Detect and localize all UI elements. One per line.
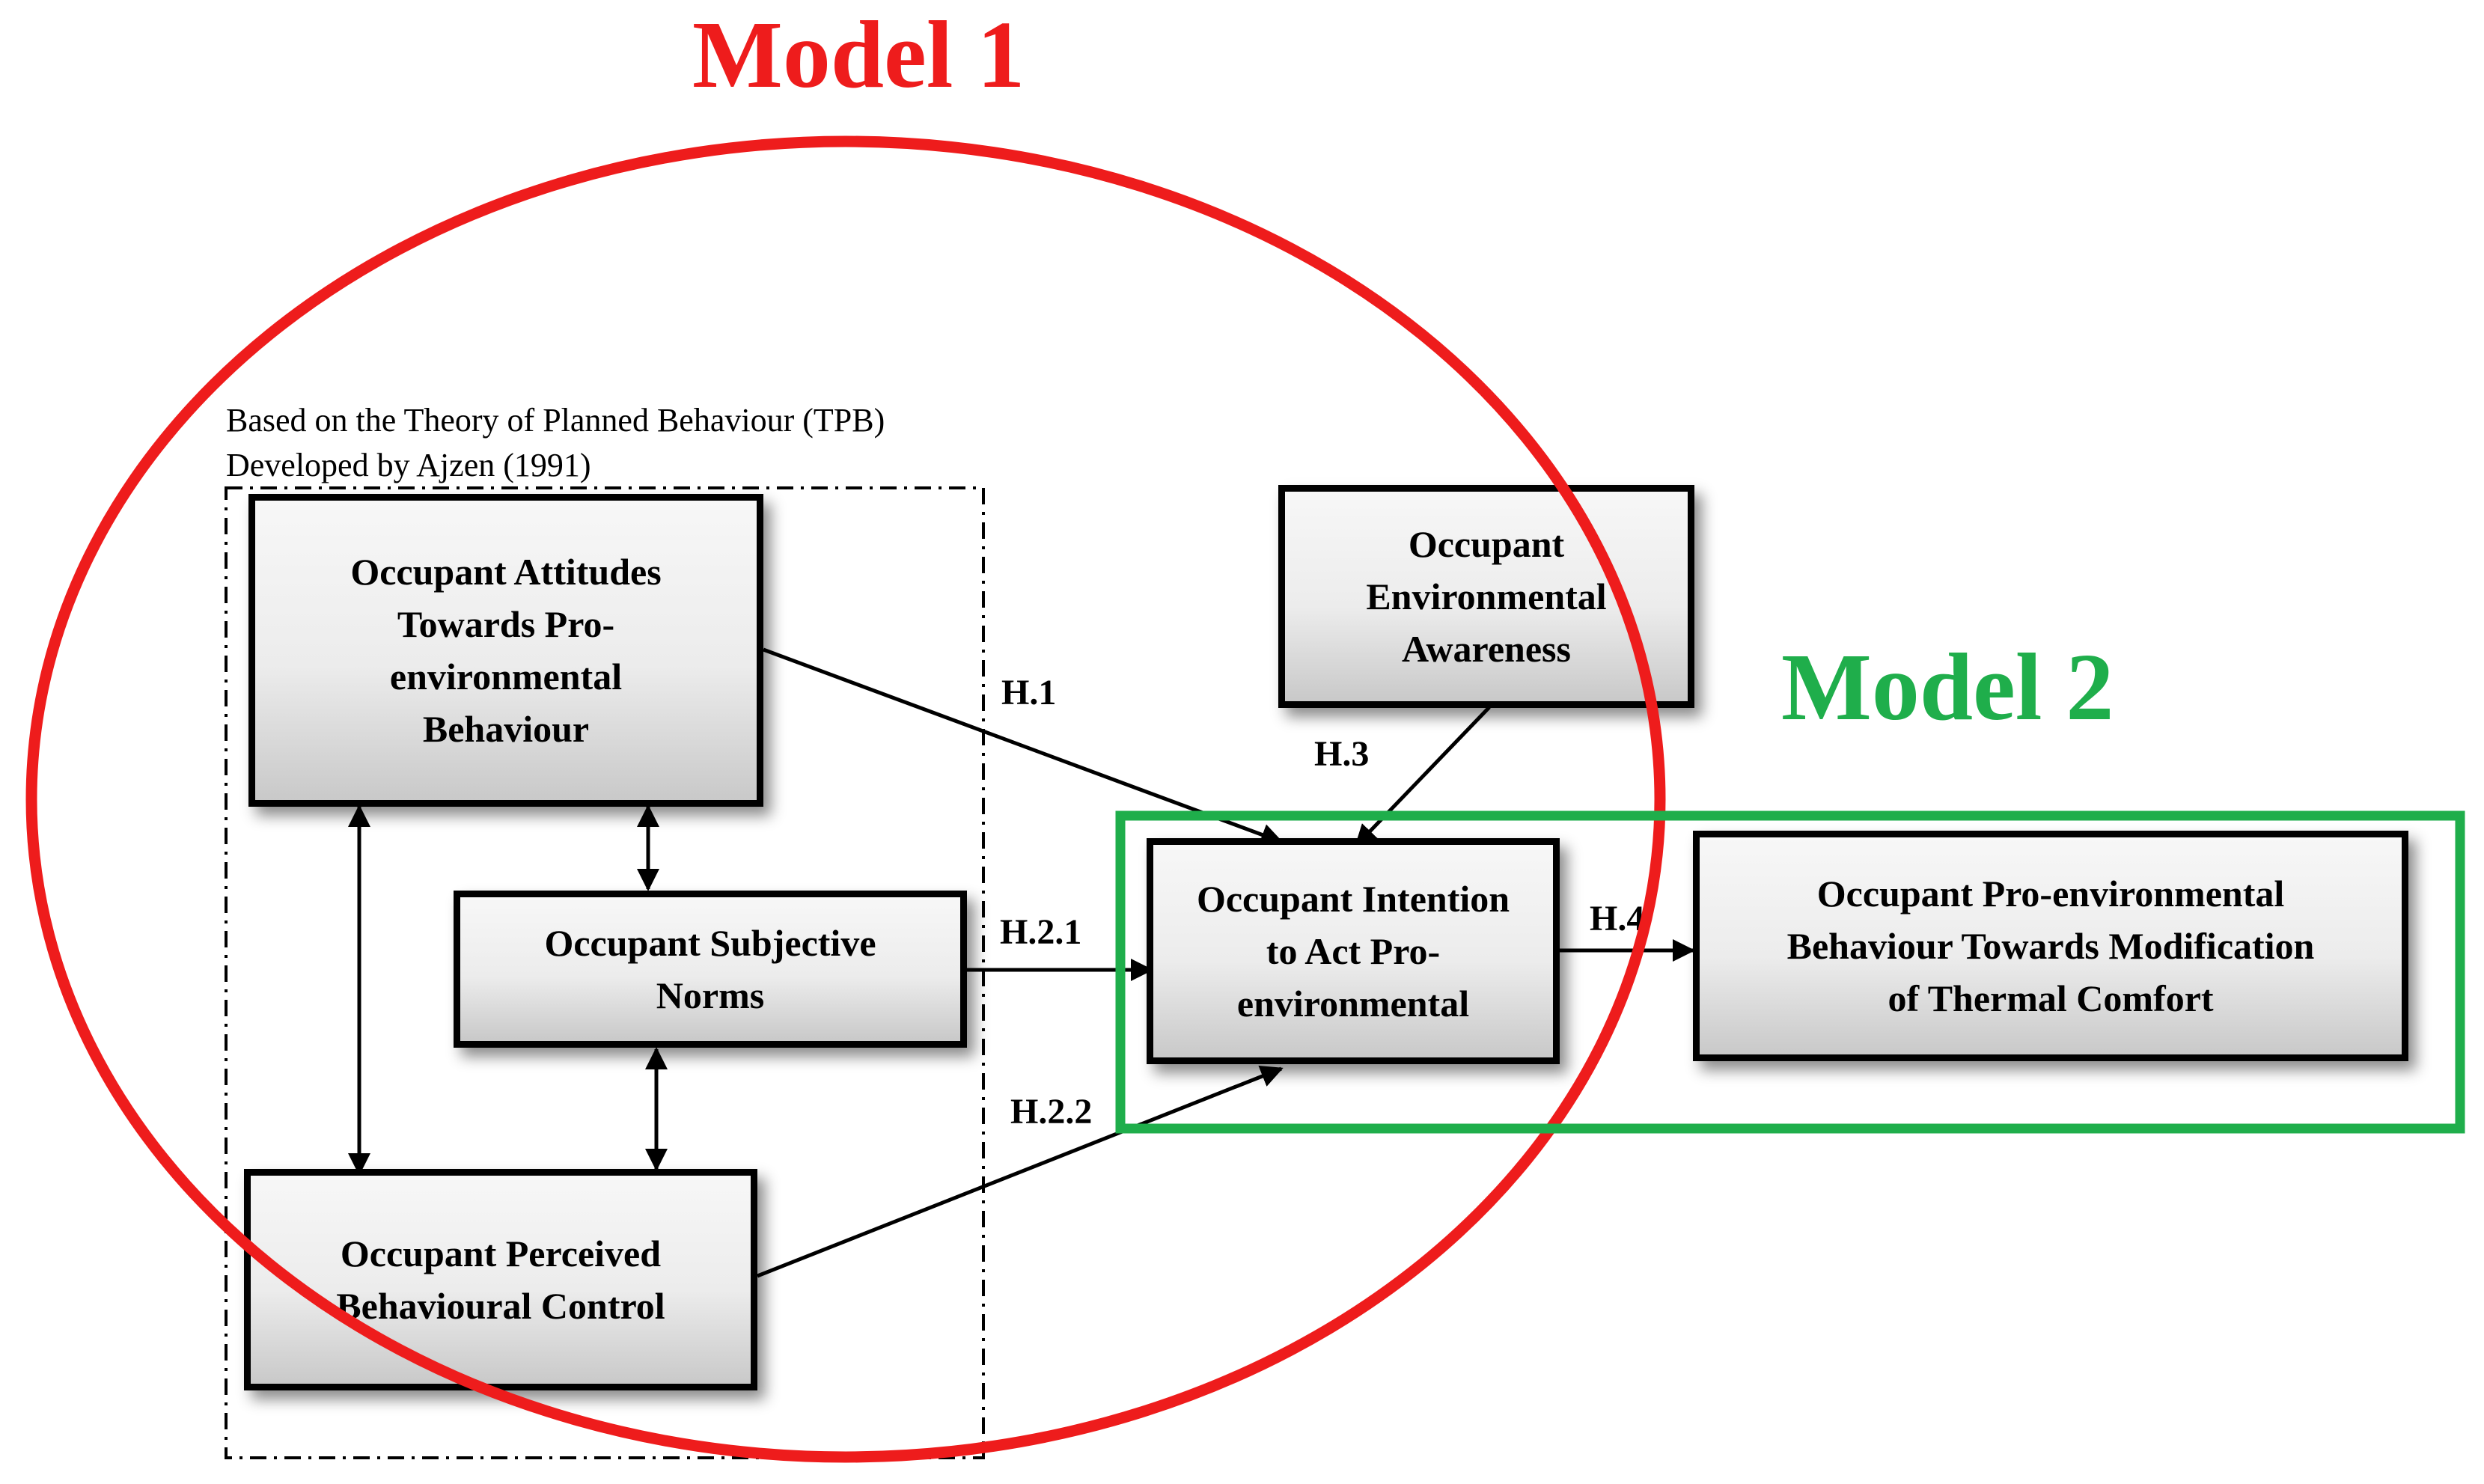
box-perceived-control: Occupant Perceived Behavioural Control [244,1169,757,1390]
label-h1: H.1 [1001,673,1057,712]
label-h4: H.4 [1590,899,1645,938]
label-h3: H.3 [1314,734,1370,774]
box-pro-environmental-behaviour: Occupant Pro-environmental Behaviour Tow… [1693,831,2408,1061]
box-intention: Occupant Intention to Act Pro- environme… [1147,838,1560,1064]
model2-label: Model 2 [1781,634,2114,740]
arrow-h3 [1354,706,1491,848]
label-h21: H.2.1 [1000,912,1082,952]
box-attitudes: Occupant Attitudes Towards Pro- environm… [248,494,763,807]
tpb-note: Based on the Theory of Planned Behaviour… [226,398,885,488]
tpb-note-line1: Based on the Theory of Planned Behaviour… [226,402,885,439]
tpb-note-line2: Developed by Ajzen (1991) [226,447,591,483]
box-subjective-norms: Occupant Subjective Norms [454,891,967,1048]
model1-label: Model 1 [692,1,1025,108]
box-environmental-awareness: Occupant Environmental Awareness [1278,485,1694,708]
label-h22: H.2.2 [1010,1092,1093,1132]
